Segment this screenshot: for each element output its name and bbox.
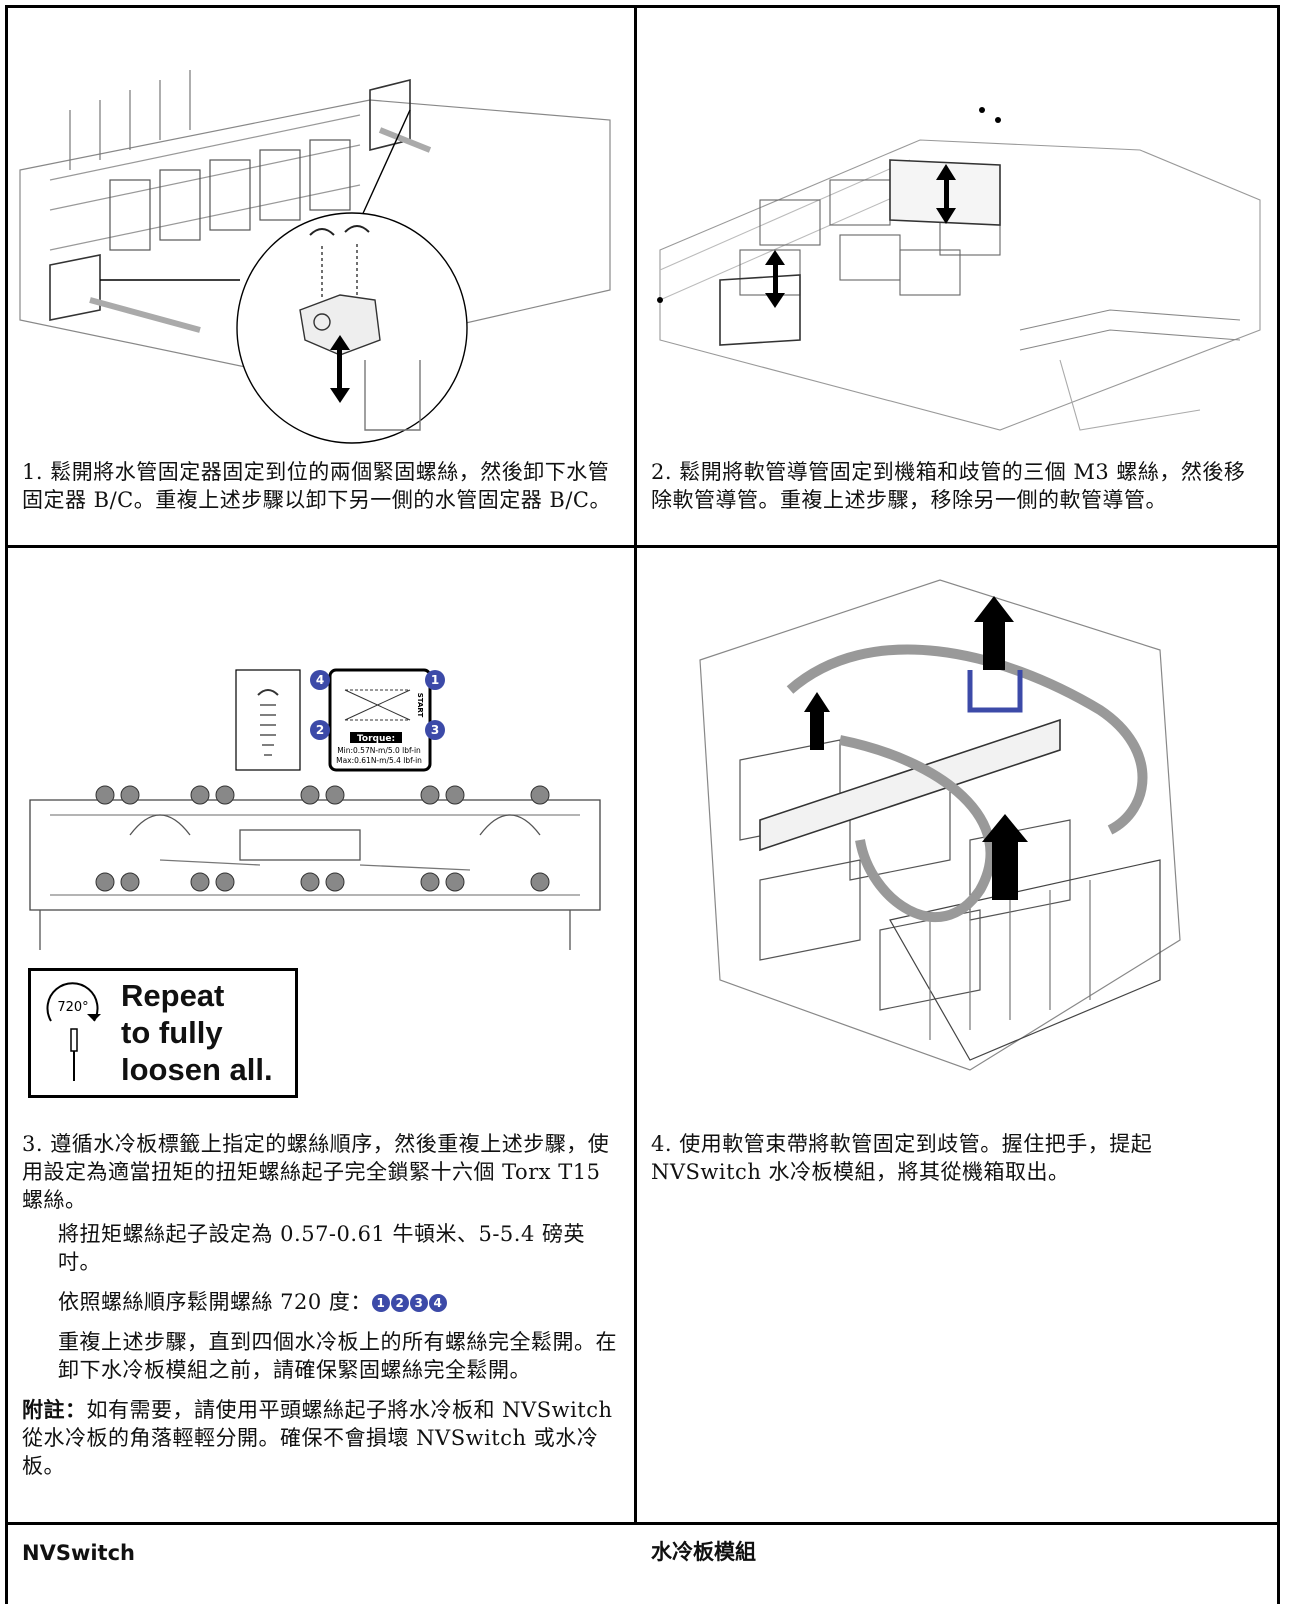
- label-start: START: [416, 693, 424, 718]
- illustration-step1: [19, 70, 611, 444]
- note-label: 附註：: [22, 1398, 87, 1422]
- label-num-4: 4: [316, 673, 324, 687]
- step3-text: 3. 遵循水冷板標籤上指定的螺絲順序，然後重複上述步驟，使用設定為適當扭矩的扭矩…: [22, 1132, 610, 1212]
- step3-sub-torque: 將扭矩螺絲起子設定為 0.57-0.61 牛頓米、5-5.4 磅英吋。: [58, 1222, 585, 1274]
- grid-left-border: [5, 5, 8, 1604]
- torque-min: Min:0.57N-m/5.0 lbf-in: [337, 746, 421, 755]
- torque-title: Torque:: [357, 734, 395, 744]
- label-num-1: 1: [431, 673, 439, 687]
- sequence-badge-2: 2: [390, 1294, 409, 1312]
- grid-row2-divider: [5, 1522, 1280, 1525]
- repeat-line1: Repeat: [121, 978, 225, 1013]
- grid-right-border: [1277, 5, 1280, 1604]
- step1-text: 1. 鬆開將水管固定器固定到位的兩個緊固螺絲，然後卸下水管固定器 B/C。重複上…: [22, 460, 611, 512]
- torque-max: Max:0.61N-m/5.4 lbf-in: [336, 756, 422, 765]
- sequence-badge-4: 4: [428, 1294, 447, 1312]
- footer-label-coldplate-module: 水冷板模組: [651, 1540, 756, 1564]
- grid-row1-divider: [5, 545, 1280, 548]
- step2-text: 2. 鬆開將軟管導管固定到機箱和歧管的三個 M3 螺絲，然後移除軟管導管。重複上…: [651, 460, 1246, 512]
- repeat-angle: 720°: [57, 1000, 88, 1015]
- sequence-badge-1: 1: [371, 1294, 390, 1312]
- repeat-instruction-box: 720° Repeat to fully loosen all.: [28, 968, 298, 1098]
- illustration-step4: [699, 579, 1181, 1071]
- grid-middle-divider: [634, 5, 637, 1525]
- step3-sub-repeat: 重複上述步驟，直到四個水冷板上的所有螺絲完全鬆開。在卸下水冷板模組之前，請確保緊…: [58, 1330, 617, 1382]
- step3-block: 3. 遵循水冷板標籤上指定的螺絲順序，然後重複上述步驟，使用設定為適當扭矩的扭矩…: [22, 1130, 622, 1480]
- repeat-line2: to fully: [121, 1015, 223, 1050]
- note-text: 如有需要，請使用平頭螺絲起子將水冷板和 NVSwitch 從水冷板的角落輕輕分開…: [22, 1398, 613, 1478]
- step3-note: 附註：如有需要，請使用平頭螺絲起子將水冷板和 NVSwitch 從水冷板的角落輕…: [22, 1396, 622, 1480]
- grid-top-border: [5, 5, 1280, 8]
- step3-sub-sequence-text: 依照螺絲順序鬆開螺絲 720 度：: [58, 1290, 372, 1314]
- step4-text: 4. 使用軟管束帶將軟管固定到歧管。握住把手，提起 NVSwitch 水冷板模組…: [651, 1132, 1153, 1184]
- illustration-step2: [657, 107, 1261, 431]
- screwdriver-720-icon: 720°: [46, 982, 101, 1081]
- label-num-2: 2: [316, 723, 324, 737]
- label-num-3: 3: [431, 723, 439, 737]
- illustration-step3: 4 1 2 3 START Torque: Min:0.57N-m/5.0 lb…: [29, 668, 601, 950]
- sequence-badge-3: 3: [409, 1294, 428, 1312]
- footer-label-nvswitch: NVSwitch: [22, 1541, 135, 1565]
- repeat-line3: loosen all.: [121, 1052, 273, 1087]
